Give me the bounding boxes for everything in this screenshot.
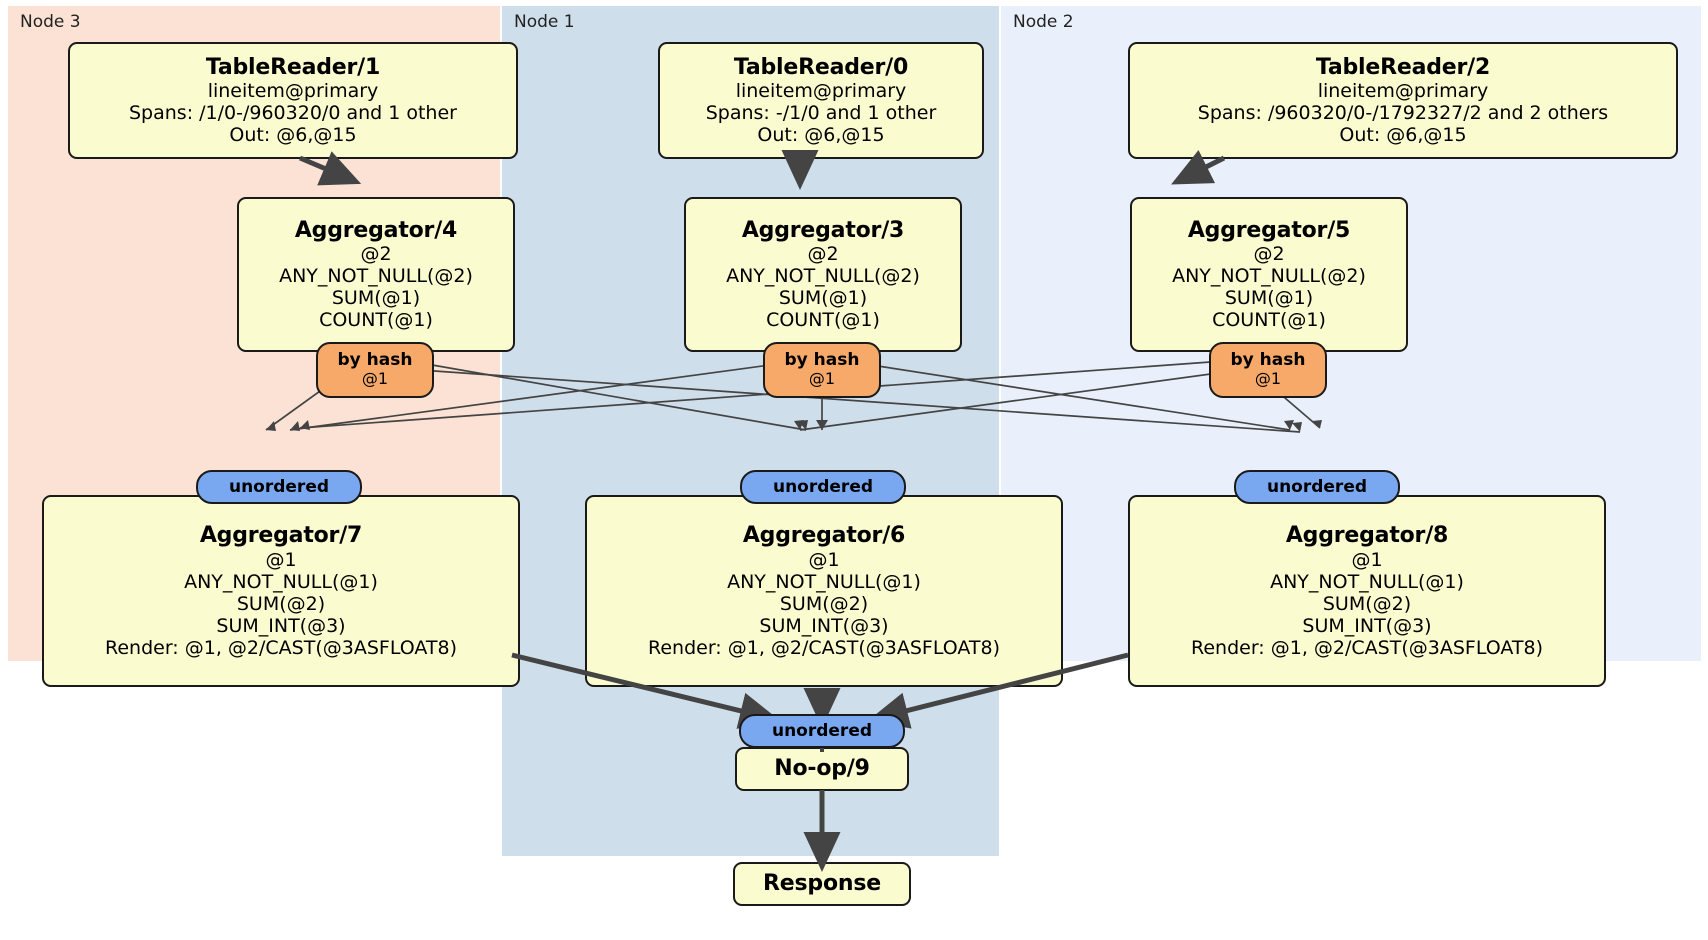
router-by-hash-mid[interactable]: by hash @1 xyxy=(763,342,881,398)
processor-title: Aggregator/5 xyxy=(1187,217,1351,243)
processor-line: Out: @6,@15 xyxy=(1339,124,1467,147)
receiver-unordered-final[interactable]: unordered xyxy=(739,714,905,748)
processor-line: Render: @1, @2/CAST(@3ASFLOAT8) xyxy=(105,636,457,659)
processor-line: SUM(@2) xyxy=(236,592,326,615)
processor-line: lineitem@primary xyxy=(735,80,907,103)
processor-line: @1 xyxy=(1351,548,1383,571)
processor-line: @1 xyxy=(808,548,840,571)
processor-line: Render: @1, @2/CAST(@3ASFLOAT8) xyxy=(648,636,1000,659)
processor-line: SUM(@2) xyxy=(779,592,869,615)
receiver-unordered-left[interactable]: unordered xyxy=(196,470,362,504)
processor-line: @2 xyxy=(807,243,839,266)
processor-aggregator-6[interactable]: Aggregator/6 @1 ANY_NOT_NULL(@1) SUM(@2)… xyxy=(585,495,1063,687)
router-by-hash-left[interactable]: by hash @1 xyxy=(316,342,434,398)
processor-line: @2 xyxy=(360,243,392,266)
router-column: @1 xyxy=(1254,369,1282,389)
processor-line: Spans: -/1/0 and 1 other xyxy=(705,102,937,125)
processor-line: lineitem@primary xyxy=(207,80,379,103)
processor-line: Spans: /1/0-/960320/0 and 1 other xyxy=(129,102,457,125)
processor-aggregator-7[interactable]: Aggregator/7 @1 ANY_NOT_NULL(@1) SUM(@2)… xyxy=(42,495,520,687)
router-column: @1 xyxy=(361,369,389,389)
processor-title: TableReader/0 xyxy=(733,54,909,80)
processor-title: TableReader/1 xyxy=(205,54,381,80)
processor-line: ANY_NOT_NULL(@1) xyxy=(727,570,921,593)
processor-line: COUNT(@1) xyxy=(766,309,880,332)
processor-table-reader-1[interactable]: TableReader/1 lineitem@primary Spans: /1… xyxy=(68,42,518,159)
processor-noop-9[interactable]: No-op/9 xyxy=(735,747,909,791)
processor-line: Out: @6,@15 xyxy=(757,124,885,147)
receiver-unordered-right[interactable]: unordered xyxy=(1234,470,1400,504)
processor-line: Spans: /960320/0-/1792327/2 and 2 others xyxy=(1197,102,1609,125)
router-type: by hash xyxy=(337,350,413,371)
processor-title: Aggregator/8 xyxy=(1285,523,1449,549)
router-type: by hash xyxy=(1230,350,1306,371)
processor-line: SUM_INT(@3) xyxy=(1302,614,1432,637)
node-label-node3: Node 3 xyxy=(20,12,81,32)
processor-table-reader-2[interactable]: TableReader/2 lineitem@primary Spans: /9… xyxy=(1128,42,1678,159)
processor-title: Aggregator/7 xyxy=(199,523,363,549)
processor-aggregator-8[interactable]: Aggregator/8 @1 ANY_NOT_NULL(@1) SUM(@2)… xyxy=(1128,495,1606,687)
receiver-unordered-mid[interactable]: unordered xyxy=(740,470,906,504)
processor-line: Render: @1, @2/CAST(@3ASFLOAT8) xyxy=(1191,636,1543,659)
processor-line: Out: @6,@15 xyxy=(229,124,357,147)
processor-line: SUM(@1) xyxy=(1224,287,1314,310)
processor-line: ANY_NOT_NULL(@1) xyxy=(184,570,378,593)
processor-aggregator-5[interactable]: Aggregator/5 @2 ANY_NOT_NULL(@2) SUM(@1)… xyxy=(1130,197,1408,352)
processor-title: Response xyxy=(763,871,881,897)
processor-line: ANY_NOT_NULL(@2) xyxy=(726,265,920,288)
processor-line: SUM(@2) xyxy=(1322,592,1412,615)
processor-line: lineitem@primary xyxy=(1317,80,1489,103)
processor-line: ANY_NOT_NULL(@2) xyxy=(1172,265,1366,288)
processor-aggregator-3[interactable]: Aggregator/3 @2 ANY_NOT_NULL(@2) SUM(@1)… xyxy=(684,197,962,352)
node-label-node2: Node 2 xyxy=(1013,12,1074,32)
processor-aggregator-4[interactable]: Aggregator/4 @2 ANY_NOT_NULL(@2) SUM(@1)… xyxy=(237,197,515,352)
processor-line: COUNT(@1) xyxy=(319,309,433,332)
processor-title: Aggregator/6 xyxy=(742,523,906,549)
processor-line: SUM(@1) xyxy=(778,287,868,310)
processor-title: No-op/9 xyxy=(774,756,870,782)
node-label-node1: Node 1 xyxy=(514,12,575,32)
router-type: by hash xyxy=(784,350,860,371)
processor-table-reader-0[interactable]: TableReader/0 lineitem@primary Spans: -/… xyxy=(658,42,984,159)
router-column: @1 xyxy=(808,369,836,389)
processor-title: Aggregator/4 xyxy=(294,217,458,243)
processor-line: ANY_NOT_NULL(@2) xyxy=(279,265,473,288)
processor-line: @2 xyxy=(1253,243,1285,266)
processor-line: ANY_NOT_NULL(@1) xyxy=(1270,570,1464,593)
processor-line: SUM_INT(@3) xyxy=(759,614,889,637)
processor-line: @1 xyxy=(265,548,297,571)
processor-line: COUNT(@1) xyxy=(1212,309,1326,332)
processor-title: Aggregator/3 xyxy=(741,217,905,243)
router-by-hash-right[interactable]: by hash @1 xyxy=(1209,342,1327,398)
processor-title: TableReader/2 xyxy=(1315,54,1491,80)
processor-line: SUM(@1) xyxy=(331,287,421,310)
processor-line: SUM_INT(@3) xyxy=(216,614,346,637)
